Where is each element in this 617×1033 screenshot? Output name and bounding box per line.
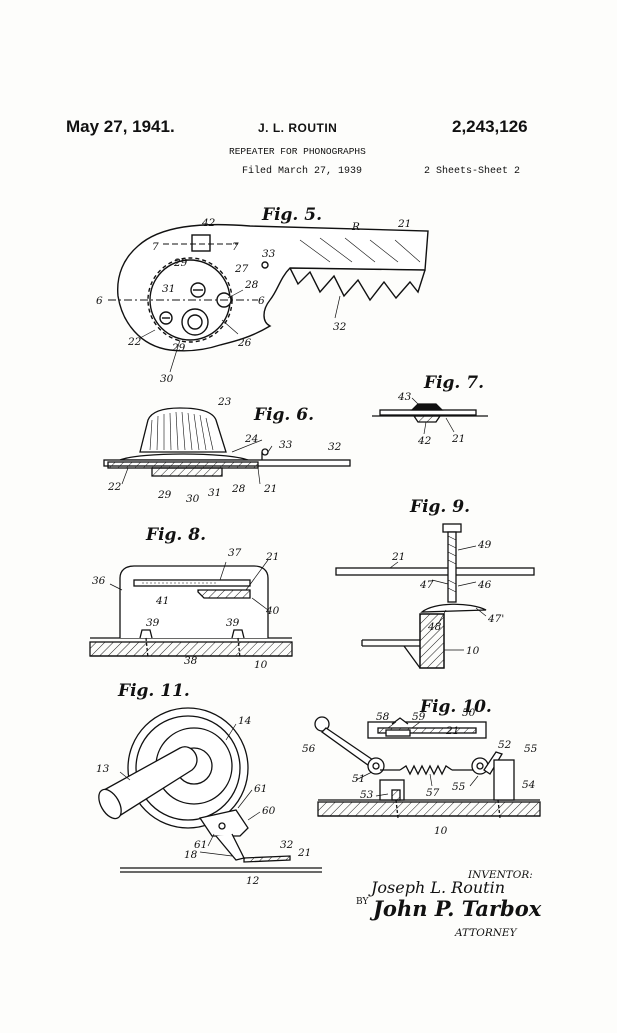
f6-ref-31: 31 bbox=[208, 487, 221, 499]
patent-title: REPEATER FOR PHONOGRAPHS bbox=[229, 146, 366, 157]
f11-ref-18: 18 bbox=[184, 849, 198, 861]
f11-ref-21: 21 bbox=[297, 847, 311, 859]
f9-ref-21: 21 bbox=[391, 551, 405, 563]
f6-ref-29: 29 bbox=[157, 489, 172, 501]
ref-28: 28 bbox=[244, 279, 259, 291]
f9-ref-49: 49 bbox=[477, 539, 492, 551]
figure-5: Fig. 5. bbox=[96, 205, 429, 385]
figure-11: Fig. 11. 14 bbox=[96, 681, 322, 887]
attorney-signature: John P. Tarbox bbox=[373, 896, 542, 921]
ref-32: 32 bbox=[333, 321, 347, 333]
f10-ref-50: 50 bbox=[462, 707, 476, 719]
f10-ref-55a: 55 bbox=[524, 743, 538, 755]
ref-31: 31 bbox=[162, 283, 175, 295]
f11-ref-61b: 61 bbox=[194, 839, 207, 851]
f8-ref-39a: 39 bbox=[146, 617, 160, 629]
ref-R: R bbox=[351, 221, 360, 233]
ref-21: 21 bbox=[397, 218, 411, 230]
fig10-label: Fig. 10. bbox=[419, 697, 492, 717]
f8-ref-36: 36 bbox=[92, 575, 106, 587]
sheet-count: 2 Sheets-Sheet 2 bbox=[424, 166, 521, 177]
f6-ref-24: 24 bbox=[244, 433, 258, 445]
ref-7b: 7 bbox=[232, 241, 239, 253]
ref-29b: 29 bbox=[171, 342, 186, 354]
patent-date: May 27, 1941. bbox=[66, 117, 175, 136]
f11-ref-12: 12 bbox=[246, 875, 260, 887]
patent-number: 2,243,126 bbox=[452, 117, 528, 136]
f10-ref-51: 51 bbox=[352, 773, 365, 785]
attorney-label: ATTORNEY bbox=[455, 927, 517, 939]
fig8-label: Fig. 8. bbox=[145, 525, 206, 545]
f10-ref-10: 10 bbox=[434, 825, 448, 837]
fig7-label: Fig. 7. bbox=[423, 373, 484, 393]
fig11-label: Fig. 11. bbox=[117, 681, 190, 701]
f7-ref-21: 21 bbox=[451, 433, 465, 445]
ref-27: 27 bbox=[234, 263, 249, 275]
f9-ref-47p: 47' bbox=[487, 613, 504, 625]
f6-ref-33: 33 bbox=[279, 439, 293, 451]
f9-ref-48: 48 bbox=[427, 621, 442, 633]
f11-ref-61a: 61 bbox=[254, 783, 267, 795]
f11-ref-32: 32 bbox=[280, 839, 294, 851]
ref-6a: 6 bbox=[96, 295, 103, 307]
figure-6: Fig. 6. bbox=[103, 396, 351, 505]
f10-ref-58: 58 bbox=[376, 711, 390, 723]
f10-ref-55b: 55 bbox=[452, 781, 466, 793]
f10-ref-52: 52 bbox=[498, 739, 512, 751]
fig5-label: Fig. 5. bbox=[261, 205, 322, 225]
figure-10: Fig. 10. bbox=[302, 697, 541, 837]
f8-ref-21: 21 bbox=[265, 551, 279, 563]
ref-29a: 29 bbox=[173, 257, 188, 269]
figure-9: Fig. 9. bbox=[335, 497, 535, 669]
f9-ref-10: 10 bbox=[466, 645, 480, 657]
f8-ref-41: 41 bbox=[155, 595, 169, 607]
inventor-name: Joseph L. Routin bbox=[371, 878, 505, 897]
f6-ref-32: 32 bbox=[328, 441, 342, 453]
filed-date: Filed March 27, 1939 bbox=[242, 166, 363, 177]
f11-ref-14: 14 bbox=[238, 715, 251, 727]
figure-8: Fig. 8. 37 21 36 bbox=[89, 525, 293, 671]
inventor-label: INVENTOR: bbox=[468, 869, 533, 881]
by-label: BY bbox=[356, 897, 369, 907]
f6-ref-30: 30 bbox=[186, 493, 200, 505]
f8-ref-39b: 39 bbox=[226, 617, 240, 629]
f10-ref-59: 59 bbox=[412, 711, 426, 723]
ref-7a: 7 bbox=[152, 241, 159, 253]
f10-ref-57: 57 bbox=[426, 787, 440, 799]
f10-ref-56: 56 bbox=[302, 743, 316, 755]
f7-ref-42: 42 bbox=[417, 435, 432, 447]
f10-ref-54: 54 bbox=[522, 779, 535, 791]
ref-42: 42 bbox=[201, 217, 216, 229]
ref-26: 26 bbox=[237, 337, 252, 349]
ref-6b: 6 bbox=[258, 295, 265, 307]
f9-ref-46: 46 bbox=[477, 579, 492, 591]
f6-ref-21: 21 bbox=[263, 483, 277, 495]
ref-33: 33 bbox=[262, 248, 276, 260]
fig9-label: Fig. 9. bbox=[409, 497, 470, 517]
f6-ref-23: 23 bbox=[217, 396, 232, 408]
f10-ref-53: 53 bbox=[360, 789, 374, 801]
ref-22: 22 bbox=[127, 336, 142, 348]
figure-7: Fig. 7. 43 42 21 bbox=[372, 373, 488, 447]
ref-30: 30 bbox=[160, 373, 174, 385]
f11-ref-13: 13 bbox=[96, 763, 110, 775]
f9-ref-47: 47 bbox=[419, 579, 434, 591]
f8-ref-10: 10 bbox=[254, 659, 268, 671]
f6-ref-28: 28 bbox=[231, 483, 246, 495]
f8-ref-40: 40 bbox=[265, 605, 280, 617]
f6-ref-22: 22 bbox=[107, 481, 122, 493]
f10-ref-21: 21 bbox=[445, 725, 459, 737]
f11-ref-60: 60 bbox=[262, 805, 276, 817]
fig6-label: Fig. 6. bbox=[253, 405, 314, 425]
f8-ref-37: 37 bbox=[228, 547, 242, 559]
f7-ref-43: 43 bbox=[397, 391, 412, 403]
inventor-header: J. L. ROUTIN bbox=[258, 121, 338, 135]
f8-ref-38: 38 bbox=[184, 655, 198, 667]
